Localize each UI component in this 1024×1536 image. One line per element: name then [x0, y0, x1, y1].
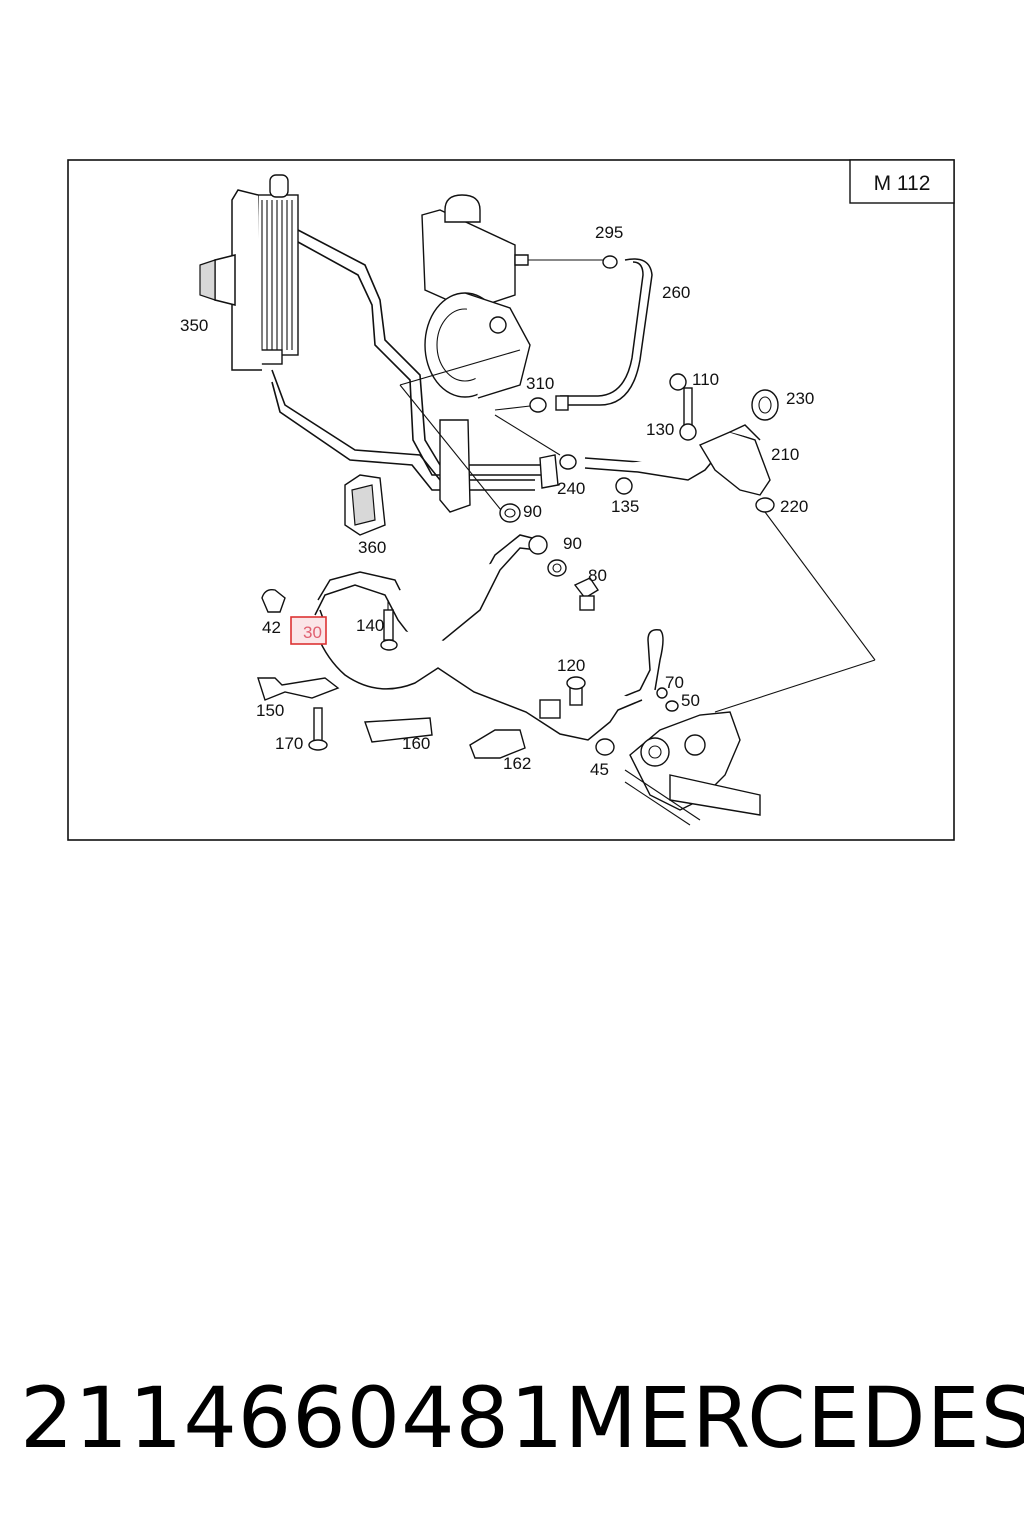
label-240: 240: [557, 479, 585, 498]
label-170: 170: [275, 734, 303, 753]
diagram-frame: [67, 159, 955, 841]
label-120: 120: [557, 656, 585, 675]
label-162: 162: [503, 754, 531, 773]
bracket-360: [344, 474, 386, 536]
parts-diagram: M 112: [67, 159, 955, 841]
label-295: 295: [595, 223, 623, 242]
label-310: 310: [526, 374, 554, 393]
brand-name: MERCEDES: [564, 1369, 1024, 1467]
label-140: 140: [356, 616, 384, 635]
oil-cooler: [199, 174, 299, 371]
steering-gear: [624, 711, 761, 826]
label-50: 50: [681, 691, 700, 710]
label-135: 135: [611, 497, 639, 516]
label-350: 350: [180, 316, 208, 335]
label-230: 230: [786, 389, 814, 408]
clamp-310: [494, 397, 561, 456]
engine-badge: M 112: [849, 159, 955, 204]
label-90-upper: 90: [523, 502, 542, 521]
label-150: 150: [256, 701, 284, 720]
label-360: 360: [358, 538, 386, 557]
part-number: 2114660481: [20, 1369, 565, 1467]
label-160: 160: [402, 734, 430, 753]
engine-badge-text: M 112: [874, 172, 931, 195]
highlight-30: [290, 616, 327, 645]
label-90-lower: 90: [563, 534, 582, 553]
label-110: 110: [692, 370, 719, 389]
label-80: 80: [588, 566, 607, 585]
label-220: 220: [780, 497, 808, 516]
label-70: 70: [665, 673, 684, 692]
label-45: 45: [590, 760, 609, 779]
label-210: 210: [771, 445, 799, 464]
power-steering-pump: [399, 194, 531, 516]
label-130: 130: [646, 420, 674, 439]
label-260: 260: [662, 283, 690, 302]
small-parts: [257, 503, 679, 759]
part-labels: 295 260 350 310 110 230 130 210 240 135 …: [180, 223, 814, 779]
suction-hose: [528, 255, 653, 411]
pressure-hose-30: [311, 534, 664, 741]
return-hose: [559, 373, 876, 713]
label-42: 42: [262, 618, 281, 637]
footer: 2114660481 MERCEDES: [20, 1368, 1024, 1468]
label-30: 30: [303, 623, 322, 642]
